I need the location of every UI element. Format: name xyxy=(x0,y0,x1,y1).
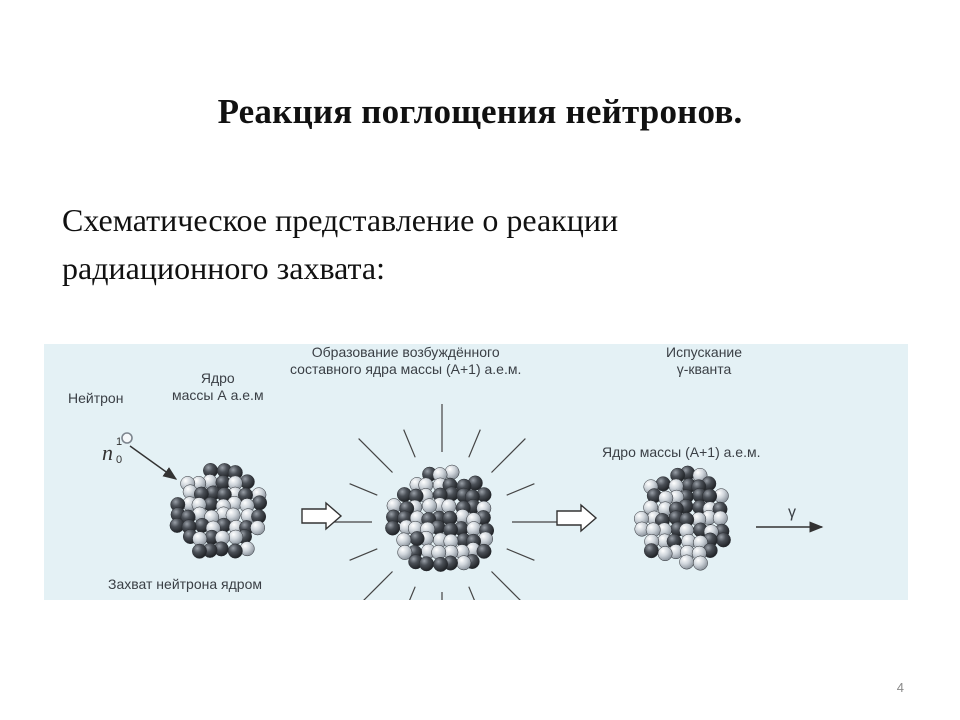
nucleon xyxy=(419,556,434,572)
neutron-trajectory-arrow xyxy=(129,445,178,480)
label-neutron: Нейтрон xyxy=(68,390,124,406)
label-emission-line-2: γ-кванта xyxy=(676,361,732,377)
nucleon xyxy=(679,554,695,570)
neutron-superscript: 1 xyxy=(116,436,123,448)
body-line-1: Схематическое представление о реакции xyxy=(62,202,619,238)
slide-body-text: Схематическое представление о реакции ра… xyxy=(62,196,902,292)
excitation-ray xyxy=(403,429,416,458)
excitation-ray xyxy=(506,483,535,496)
nucleon xyxy=(702,488,718,504)
label-final-nucleus: Ядро массы (А+1) а.е.м. xyxy=(602,444,761,460)
neutron-symbol: n xyxy=(102,440,113,466)
excitation-ray xyxy=(468,429,481,458)
neutron-particle xyxy=(121,432,133,444)
body-line-2: радиационного захвата: xyxy=(62,250,386,286)
nucleon xyxy=(192,543,207,559)
excitation-rays xyxy=(324,404,560,600)
nucleus-mass-a xyxy=(169,463,268,559)
nucleon xyxy=(227,543,243,559)
slide-title: Реакция поглощения нейтронов. xyxy=(217,92,743,131)
label-compound-nucleus: Образование возбуждённого составного ядр… xyxy=(290,344,521,378)
excitation-ray xyxy=(491,571,521,600)
label-gamma-emission: Испускание γ-кванта xyxy=(666,344,742,378)
nucleon xyxy=(433,556,449,572)
neutron-subscript: 0 xyxy=(116,454,123,466)
excitation-ray xyxy=(363,571,393,600)
excitation-ray xyxy=(491,438,526,473)
nucleon xyxy=(421,498,437,514)
nucleon xyxy=(712,510,728,526)
label-nucleus-mass-a: Ядро массы А а.е.м xyxy=(172,370,264,404)
compound-nucleus-excited xyxy=(385,464,495,572)
transition-arrow-1 xyxy=(301,501,343,531)
excitation-ray xyxy=(358,438,393,473)
nucleon xyxy=(250,520,266,536)
excitation-ray xyxy=(506,548,535,561)
excitation-ray xyxy=(409,586,416,600)
nucleon xyxy=(385,520,401,536)
label-nucleus-line-2: массы А а.е.м xyxy=(172,387,264,403)
nucleon xyxy=(643,543,659,559)
label-capture: Захват нейтрона ядром xyxy=(108,576,262,592)
excitation-ray xyxy=(349,548,378,561)
excitation-ray xyxy=(349,483,378,496)
transition-arrow-2 xyxy=(556,503,598,533)
nucleon xyxy=(692,555,708,571)
label-nucleus-line-1: Ядро xyxy=(200,370,235,386)
label-compound-line-1: Образование возбуждённого xyxy=(311,344,500,360)
diagram-graphics xyxy=(121,404,824,600)
nucleon xyxy=(456,555,472,571)
radiative-capture-diagram: Нейтрон Ядро массы А а.е.м Образование в… xyxy=(44,344,908,600)
nucleon xyxy=(409,531,425,547)
nucleon xyxy=(466,521,482,537)
excitation-ray xyxy=(468,586,475,600)
nucleon xyxy=(397,544,413,560)
nucleus-mass-a-plus-1 xyxy=(633,465,731,571)
nucleon xyxy=(657,546,673,562)
slide-page-number: 4 xyxy=(896,680,904,695)
nucleon xyxy=(252,495,268,511)
nucleon xyxy=(715,532,731,548)
neutron-symbol-letter: n xyxy=(102,440,113,465)
nucleon xyxy=(228,529,244,545)
label-compound-line-2: составного ядра массы (А+1) а.е.м. xyxy=(290,361,522,377)
label-gamma-symbol: γ xyxy=(788,504,796,521)
nucleon xyxy=(476,543,492,559)
label-emission-line-1: Испускание xyxy=(666,344,743,360)
